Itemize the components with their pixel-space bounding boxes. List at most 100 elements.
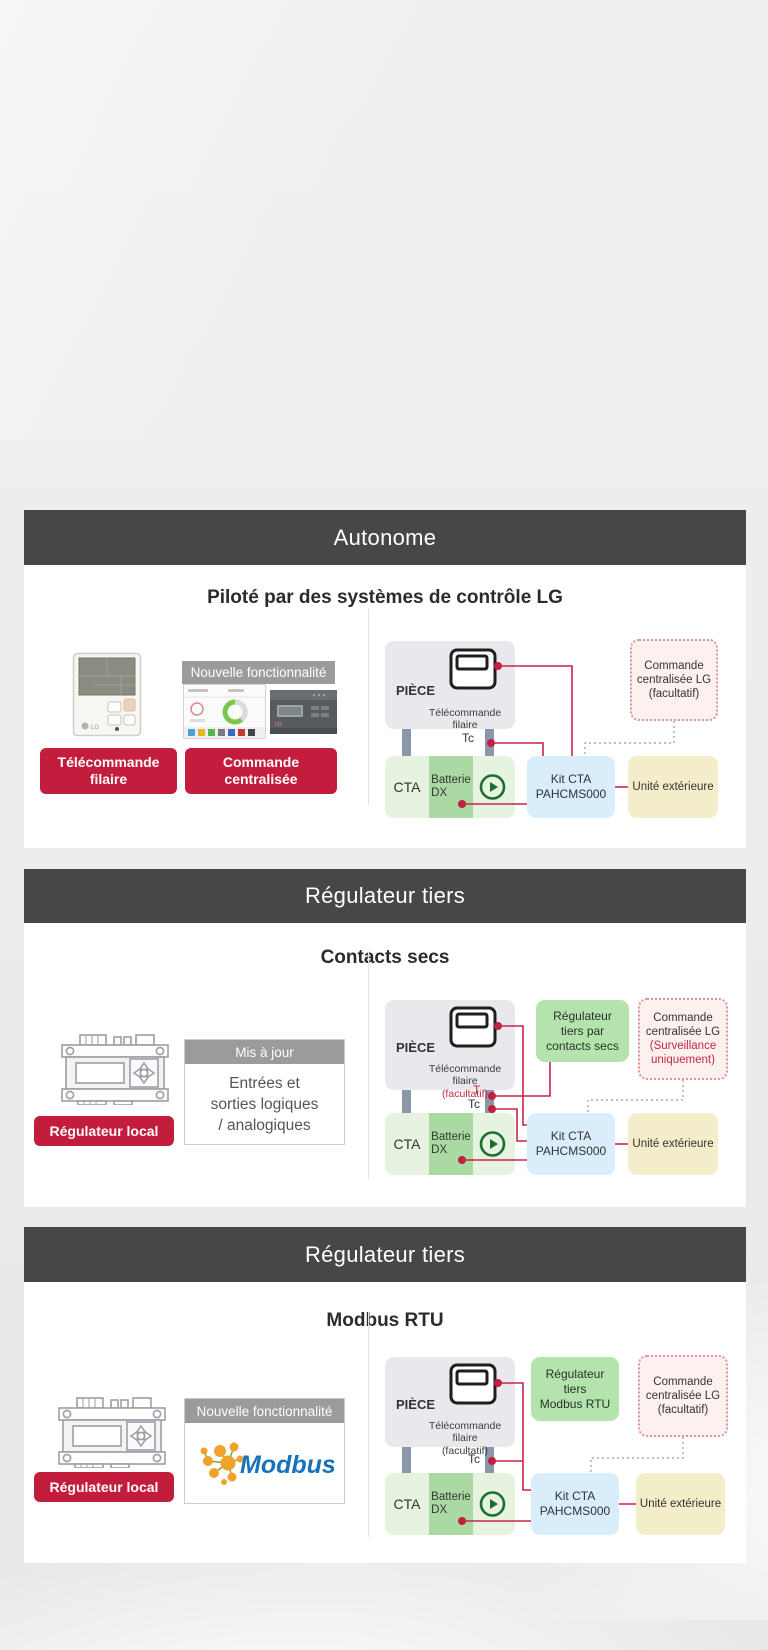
modbus-logo-text: Modbus [240,1451,334,1479]
t-label: T [473,1083,481,1097]
new-feature-box: Nouvelle fonctionnalité Modbus [184,1398,345,1504]
third-party-controller-label: Régulateur tiers Modbus RTU [539,1366,611,1411]
ahu-kit-label: Kit CTA PAHCMS000 [539,1489,611,1518]
section-title: Contacts secs [320,947,450,968]
outdoor-unit-label: Unité extérieure [632,1138,714,1150]
outdoor-unit-box: Unité extérieure [628,1113,718,1175]
tc-label: Tc [468,1097,480,1111]
ahu-kit-label: Kit CTA PAHCMS000 [535,1129,607,1158]
section-header-third-party-1: Régulateur tiers [24,869,746,923]
wired-remote-diagram-text: Télécommande filaire [428,1062,502,1088]
duct-connector-left [402,729,411,756]
section-panel-autonome: Piloté par des systèmes de contrôle LG L… [24,565,746,848]
updated-feature-box: Mis à jour Entrées et sorties logiques /… [184,1039,345,1145]
central-control-label: Commande centralisée LG [645,1012,721,1038]
section-header-autonome: Autonome [24,510,746,565]
ahu-box: CTA Batterie DX [385,1473,515,1535]
dx-coil-label: Batterie DX [431,1491,471,1516]
badge-local-controller-label: Régulateur local [49,1122,159,1139]
new-feature-banner: Nouvelle fonctionnalité [182,661,335,684]
third-party-controller-box: Régulateur tiers par contacts secs [536,1000,629,1062]
ahu-label: CTA [393,1136,421,1152]
column-divider [368,1312,369,1537]
badge-local-controller-label: Régulateur local [49,1478,159,1495]
badge-local-controller: Régulateur local [34,1116,174,1146]
wired-remote-image: LG [72,652,142,742]
central-control-label: Commande centralisée LG (facultatif) [645,1376,721,1416]
section-header-label: Autonome [333,524,437,550]
column-divider [368,951,369,1179]
new-feature-banner: Nouvelle fonctionnalité [185,1399,344,1423]
section-panel-modbus: Modbus RTU [24,1282,746,1563]
central-control-box: Commande centralisée LG (facultatif) [630,639,718,721]
thermostat-icon [449,648,497,695]
wired-remote-optional-note: (facultatif) [441,1087,489,1100]
duct-connector-left [402,1090,411,1113]
badge-wired-remote: Télécommande filaire [40,748,177,794]
duct-connector-right [485,1090,494,1113]
wired-remote-diagram-text: Télécommande filaire [428,1419,502,1445]
ahu-kit-box: Kit CTA PAHCMS000 [531,1473,619,1535]
badge-central-control: Commande centralisée [185,748,337,794]
section-title: Modbus RTU [326,1310,444,1331]
background-swoosh-top [0,0,768,440]
badge-local-controller: Régulateur local [34,1472,174,1502]
column-divider [368,609,369,805]
room-label: PIÈCE [396,1040,436,1055]
section-header-label: Régulateur tiers [304,883,466,908]
central-control-label: Commande centralisée LG (facultatif) [636,660,712,700]
wired-remote-diagram-label: Télécommande filaire (facultatif) [416,1407,514,1470]
thermostat-icon [449,1006,497,1053]
play-icon [479,1491,506,1518]
section-panel-dry-contacts: Contacts secs [24,923,746,1207]
dx-coil-strip: Batterie DX [429,1113,473,1175]
outdoor-unit-label: Unité extérieure [632,781,714,793]
tc-label: Tc [462,731,474,745]
central-control-box: Commande centralisée LG (Surveillance un… [638,998,728,1080]
wired-remote-diagram-text: Télécommande filaire [428,706,502,732]
outdoor-unit-box: Unité extérieure [636,1473,725,1535]
touchscreen-controller-image [183,684,266,744]
ahu-box: CTA Batterie DX [385,1113,515,1175]
dx-coil-label: Batterie DX [431,1131,471,1156]
room-box: PIÈCE Télécommande filaire (facultatif) [385,1357,515,1457]
section-title: Piloté par des systèmes de contrôle LG [207,587,563,608]
ahu-kit-box: Kit CTA PAHCMS000 [527,756,615,818]
dx-coil-strip: Batterie DX [429,756,473,818]
central-control-box: Commande centralisée LG (facultatif) [638,1355,728,1437]
modbus-logo-area: Modbus [185,1423,344,1503]
third-party-controller-box: Régulateur tiers Modbus RTU [531,1357,619,1421]
thermostat-icon [449,1363,497,1410]
ahu-kit-label: Kit CTA PAHCMS000 [535,772,607,801]
ahu-kit-box: Kit CTA PAHCMS000 [527,1113,615,1175]
badge-wired-remote-label: Télécommande filaire [57,754,160,787]
duct-connector-right [485,729,494,756]
din-controller-image [58,1033,172,1110]
room-label: PIÈCE [396,683,436,698]
central-controller-image: LG [269,687,338,742]
ahu-label: CTA [393,1496,421,1512]
updated-banner: Mis à jour [185,1040,344,1064]
section-header-third-party-2: Régulateur tiers [24,1227,746,1282]
room-box: PIÈCE Télécommande filaire [385,641,515,732]
din-controller-image [55,1396,169,1473]
wired-remote-diagram-label: Télécommande filaire [416,694,514,732]
tc-label: Tc [468,1452,480,1466]
ahu-label: CTA [393,779,421,795]
modbus-logo: Modbus [200,1442,334,1485]
svg-text:LG: LG [275,722,282,728]
outdoor-unit-box: Unité extérieure [628,756,718,818]
play-icon [479,774,506,801]
wired-remote-diagram-label: Télécommande filaire (facultatif) [416,1050,514,1113]
new-feature-banner-label: Nouvelle fonctionnalité [196,1403,333,1419]
svg-text:LG: LG [91,725,99,731]
badge-central-control-label: Commande centralisée [222,754,300,787]
room-label: PIÈCE [396,1397,436,1412]
ahu-box: CTA Batterie DX [385,756,515,818]
duct-connector-left [402,1447,411,1473]
play-icon [479,1131,506,1158]
updated-feature-text: Entrées et sorties logiques / analogique… [210,1074,319,1134]
section-header-label: Régulateur tiers [304,1241,466,1267]
new-feature-banner-label: Nouvelle fonctionnalité [190,665,327,680]
